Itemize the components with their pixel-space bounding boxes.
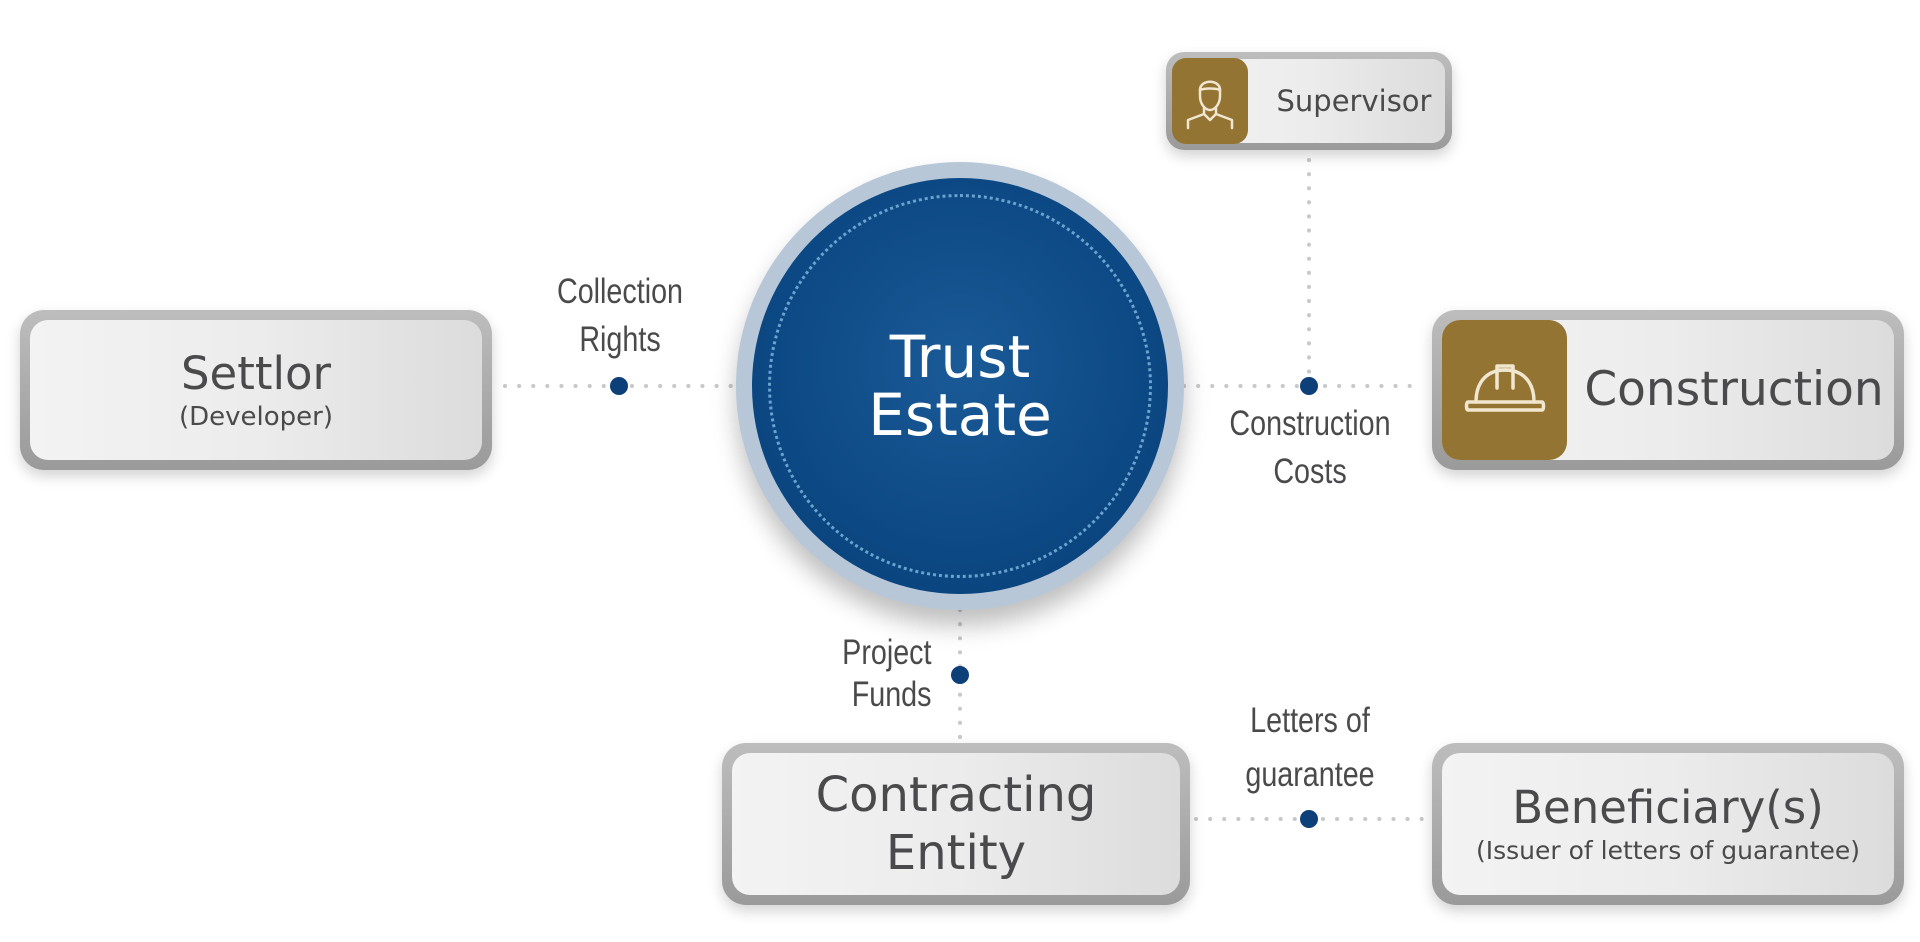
flow-label-construction-costs: Construction Costs (1212, 400, 1409, 496)
letters-of-guarantee-line1: Letters of (1250, 701, 1370, 740)
flow-label-project-funds: Project Funds (809, 632, 932, 716)
construction-costs-line2: Costs (1273, 452, 1347, 491)
flow-label-letters-of-guarantee: Letters of guarantee (1220, 694, 1400, 802)
beneficiaries-title: Beneficiary(s) (1512, 781, 1824, 834)
supervisor-title: Supervisor (1276, 84, 1432, 118)
flow-dot-construction (1300, 377, 1318, 395)
beneficiaries-node: Beneficiary(s) (Issuer of letters of gua… (1432, 743, 1904, 905)
project-funds-line1: Project (842, 633, 932, 672)
letters-of-guarantee-line2: guarantee (1245, 755, 1375, 794)
hard-hat-icon (1464, 364, 1545, 412)
project-funds-line2: Funds (851, 675, 932, 714)
trust-estate-line2: Estate (868, 381, 1052, 449)
construction-title: Construction (1584, 362, 1884, 417)
contracting-entity-line2: Entity (885, 825, 1027, 881)
trust-estate-dotted-ring (768, 194, 1152, 578)
supervisor-icon-box (1172, 58, 1248, 144)
flow-dot-collection (610, 377, 628, 395)
collection-rights-line1: Collection (556, 272, 684, 311)
person-icon (1186, 80, 1234, 130)
construction-costs-line1: Construction (1229, 404, 1391, 443)
construction-icon-box (1442, 320, 1567, 460)
trust-estate-line1: Trust (889, 323, 1031, 391)
contracting-entity-node: Contracting Entity (722, 743, 1190, 905)
settlor-title: Settlor (180, 347, 332, 400)
flow-dot-guarantee (1300, 810, 1318, 828)
flow-label-collection-rights: Collection Rights (538, 268, 702, 364)
settlor-subtitle: (Developer) (178, 402, 333, 432)
beneficiaries-subtitle: (Issuer of letters of guarantee) (1475, 836, 1861, 865)
flow-dot-project-funds (951, 666, 969, 684)
contracting-entity-line1: Contracting (815, 767, 1097, 823)
settlor-node: Settlor (Developer) (20, 310, 492, 470)
collection-rights-line2: Rights (579, 320, 661, 359)
trust-estate-label: Trust Estate (752, 178, 1168, 594)
